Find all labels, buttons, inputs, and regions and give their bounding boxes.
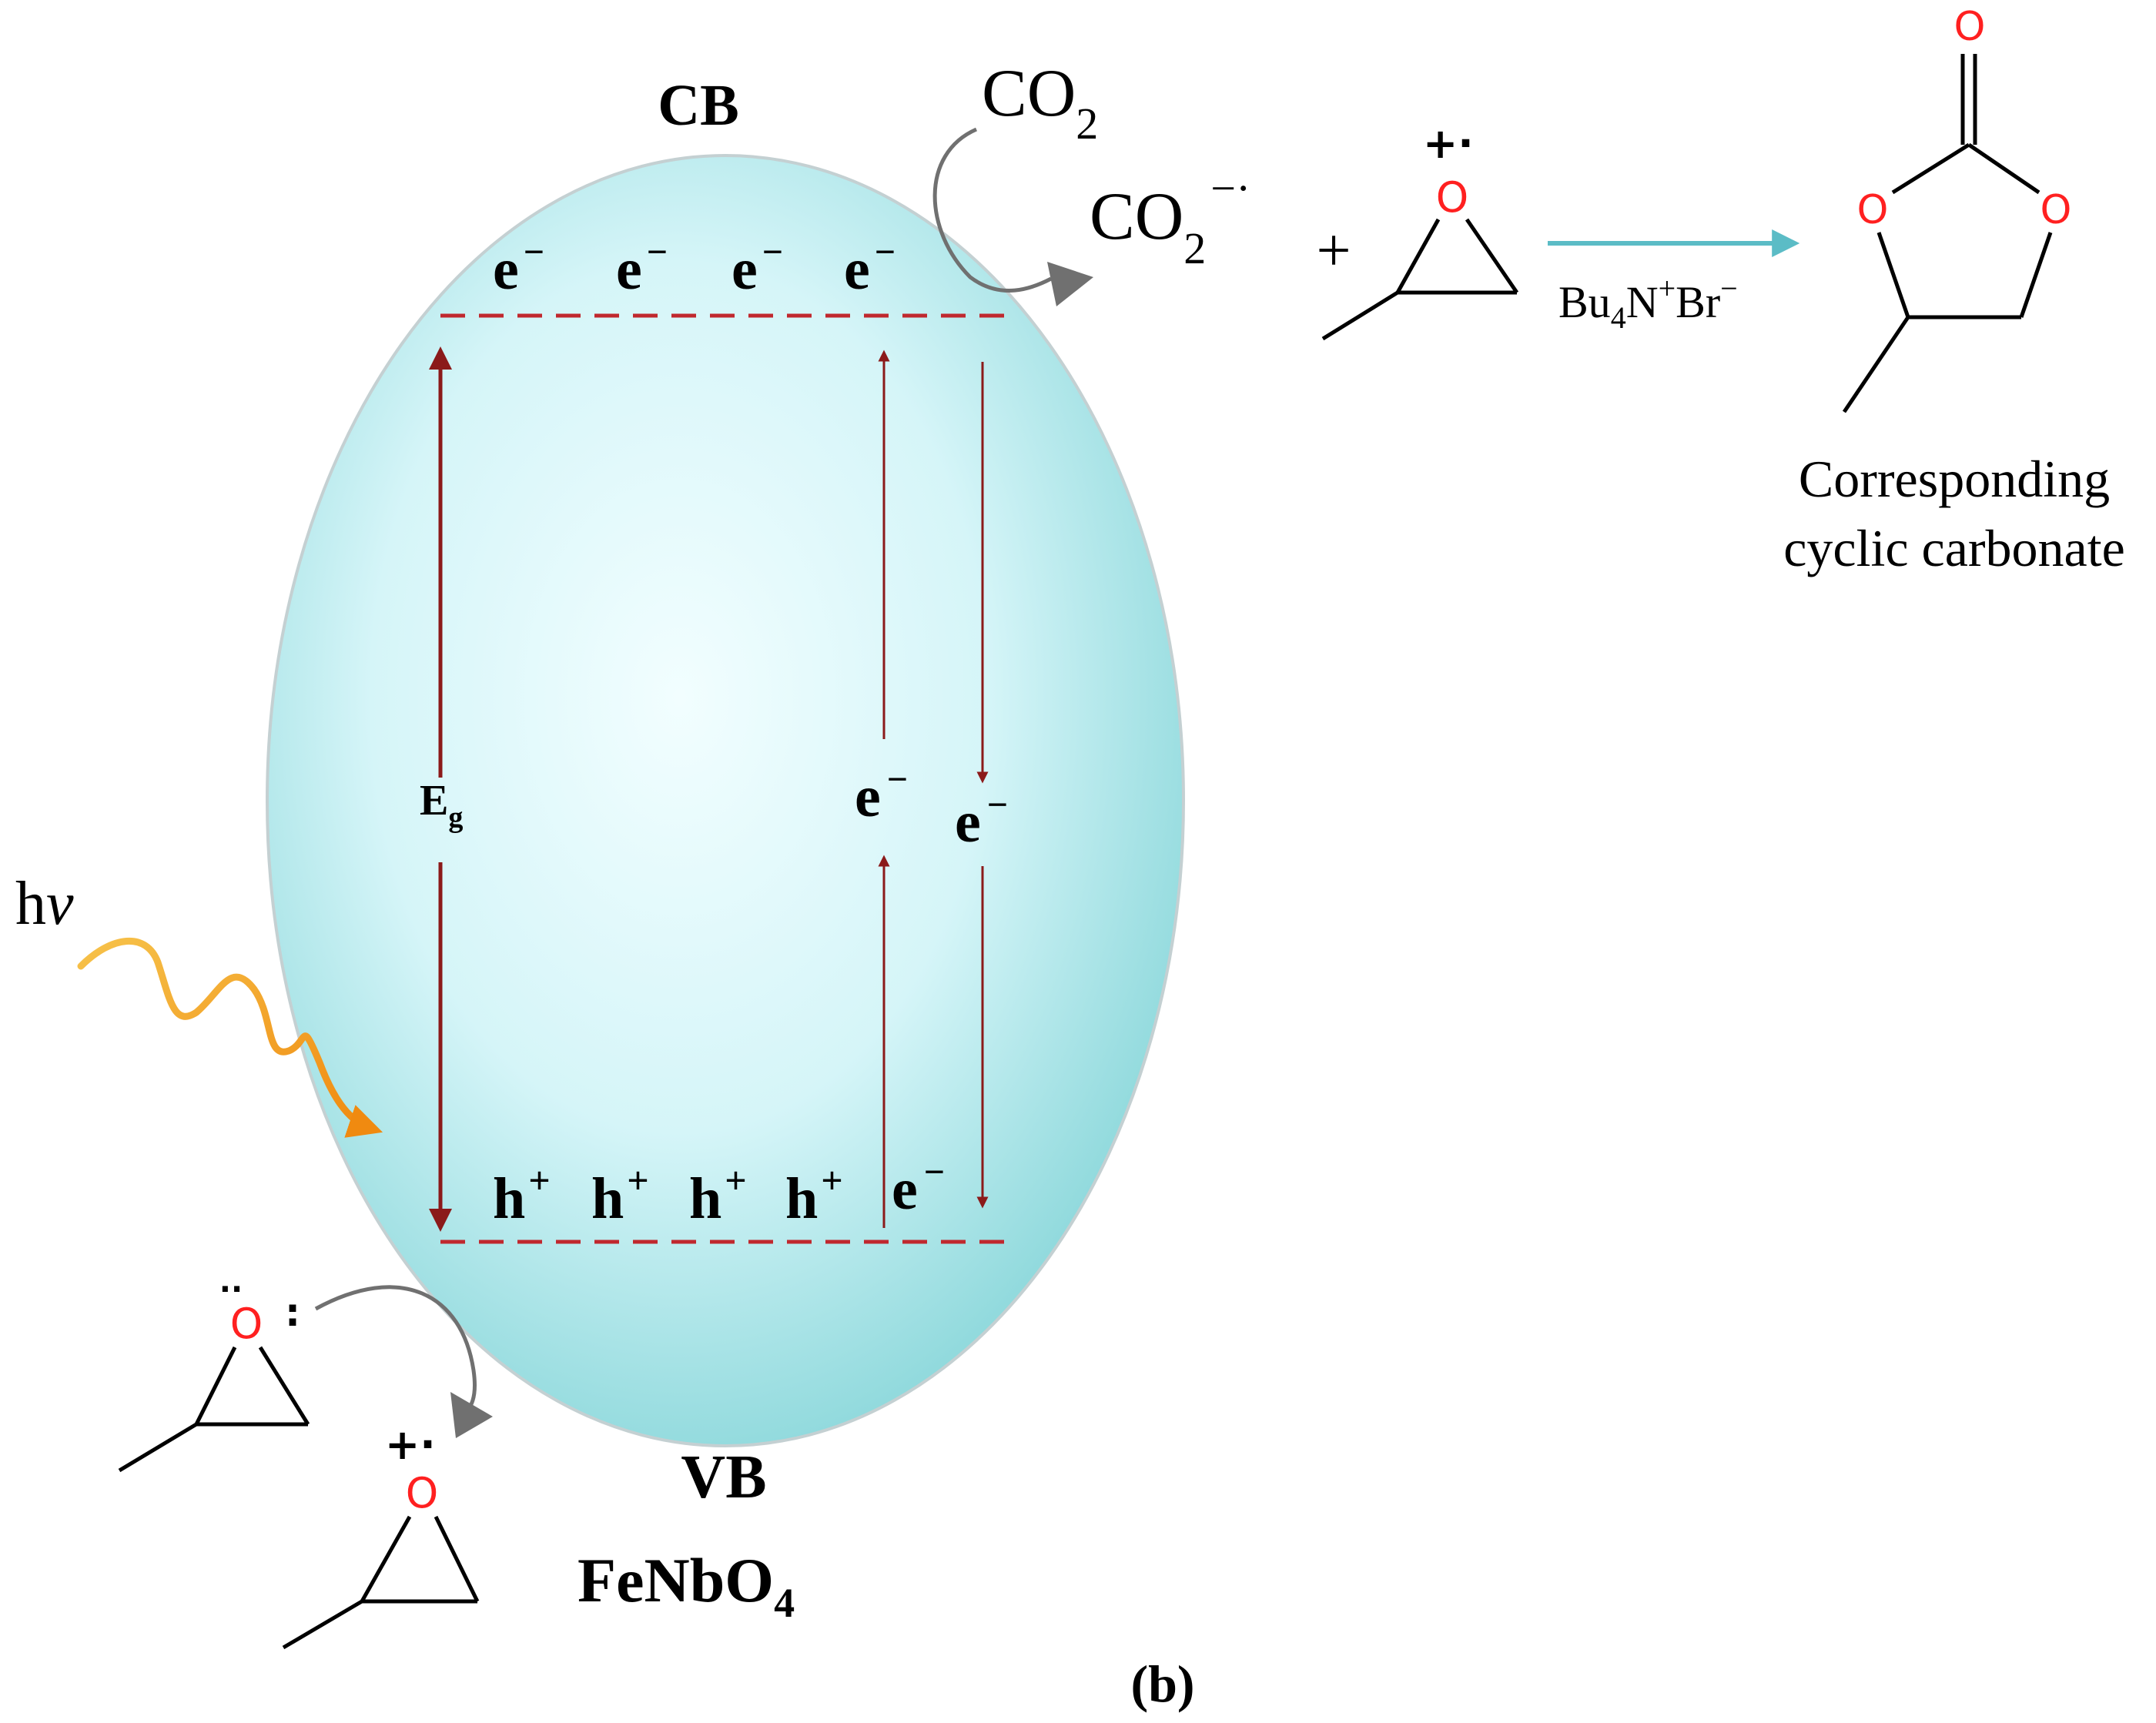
mid-electron-right: e− <box>955 785 1008 855</box>
semiconductor-particle <box>266 154 1185 1447</box>
epoxide-bond <box>360 1515 412 1603</box>
panel-label: (b) <box>1130 1654 1194 1713</box>
epoxide-oxygen-bottom: O <box>406 1469 439 1517</box>
co2-curved-arrow <box>932 127 1053 293</box>
ring-bond <box>1876 232 1910 318</box>
plus-sign: + <box>1316 217 1351 285</box>
lone-pair-top: ·· <box>219 1272 243 1307</box>
ring-bond <box>2019 232 2053 318</box>
epoxide-bond <box>1395 218 1441 294</box>
hv-label: hv <box>15 870 74 938</box>
cb-electron-3: e− <box>732 232 783 302</box>
vb-hole-3: h+ <box>689 1159 747 1231</box>
ring-bond <box>1891 142 1970 195</box>
vb-electron: e− <box>892 1152 945 1222</box>
epoxide-bond <box>1465 218 1519 294</box>
oxidation-curved-arrow <box>314 1285 477 1417</box>
radical-cation-charge: +· <box>1423 119 1474 168</box>
catalyst-label: Bu4N+Br− <box>1558 271 1738 335</box>
epoxide-neutral: ·· O : <box>118 1272 310 1473</box>
radical-cation-charge-bottom: +· <box>385 1420 436 1469</box>
co2-arrowhead-icon <box>1047 262 1093 306</box>
vb-label: VB <box>681 1444 766 1511</box>
methyl-bond <box>282 1599 363 1650</box>
vb-holes: h+ h+ h+ h+ <box>493 1159 843 1231</box>
cb-electron-2: e− <box>616 232 668 302</box>
epoxide-bond <box>194 1346 237 1426</box>
photon-wave-icon <box>77 937 383 1138</box>
methyl-bond <box>1321 290 1399 341</box>
epoxide-oxygen-bottom-left: O <box>230 1300 263 1348</box>
material-label: FeNbO4 <box>578 1545 795 1626</box>
methyl-bond <box>1842 316 1910 413</box>
product-caption-line1: Corresponding <box>1799 450 2110 508</box>
oxidation-arrowhead-icon <box>450 1392 493 1438</box>
vb-hole-2: h+ <box>591 1159 649 1231</box>
epoxide-radical-cation-top: +· O <box>1321 119 1519 341</box>
mid-electron-left: e− <box>855 759 908 829</box>
epoxide-bond <box>434 1515 480 1603</box>
cyclic-carbonate-structure: O O O <box>1842 4 2072 413</box>
epoxide-bond <box>258 1346 310 1426</box>
cb-electron-4: e− <box>844 232 896 302</box>
cb-electron-1: e− <box>493 232 544 302</box>
product-caption-line2: cyclic carbonate <box>1783 519 2125 577</box>
epoxide-oxygen-top: O <box>1436 173 1469 222</box>
carbonyl-oxygen: O <box>1954 4 1986 50</box>
eg-label: Eg <box>420 777 463 834</box>
epoxide-radical-cation-bottom: +· O <box>282 1420 480 1650</box>
cb-electrons: e− e− e− e− <box>493 232 896 302</box>
cb-label: CB <box>658 73 739 138</box>
vb-hole-1: h+ <box>493 1159 551 1231</box>
co2-radical-anion: CO2−· <box>1090 163 1250 273</box>
ring-oxygen-right: O <box>2040 187 2072 233</box>
vb-hole-4: h+ <box>785 1159 843 1231</box>
co2-label: CO2 <box>982 56 1098 149</box>
ring-bond <box>1967 142 2040 195</box>
ring-oxygen-left: O <box>1857 187 1889 233</box>
lone-pair-side: : <box>285 1290 300 1335</box>
methyl-bond <box>118 1422 198 1473</box>
